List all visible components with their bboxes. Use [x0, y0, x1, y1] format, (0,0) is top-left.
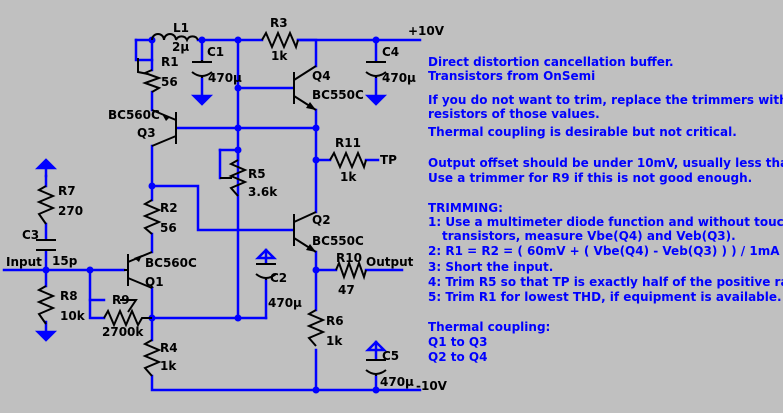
- note-trim-info-1: If you do not want to trim, replace the …: [428, 93, 783, 107]
- resistor-r4: [142, 339, 162, 377]
- net-tp: TP: [380, 153, 397, 167]
- c5-ref: C5: [382, 349, 399, 363]
- r8-value: 10k: [60, 309, 86, 323]
- r6-ref: R6: [326, 314, 344, 328]
- notes-panel: Direct distortion cancellation buffer. T…: [428, 55, 783, 364]
- resistor-r2: [142, 199, 162, 235]
- r1-ref: R1: [161, 55, 179, 69]
- r1-value: 56: [161, 75, 178, 89]
- note-trim-step-3: 3: Short the input.: [428, 260, 553, 274]
- resistor-r6: [306, 309, 326, 347]
- l1-value: 2µ: [172, 40, 189, 54]
- net-output: Output: [366, 255, 414, 269]
- c2-ref: C2: [270, 271, 287, 285]
- ground-symbols: [34, 94, 388, 352]
- note-trim-step-5: 5: Trim R1 for lowest THD, if equipment …: [428, 290, 782, 304]
- capacitor-c2: [255, 263, 277, 280]
- resistor-r10: [335, 260, 367, 281]
- note-offset-2: Use a trimmer for R9 if this is not good…: [428, 171, 752, 185]
- resistor-r3: [261, 30, 299, 50]
- note-trim-step-2: 2: R1 = R2 = ( 60mV + ( Vbe(Q4) - Veb(Q3…: [428, 244, 780, 258]
- q3-ref: Q3: [137, 126, 156, 140]
- note-header-1: Direct distortion cancellation buffer.: [428, 55, 674, 69]
- note-trim-step-1: 1: Use a multimeter diode function and w…: [428, 215, 783, 229]
- r8-ref: R8: [60, 289, 78, 303]
- inductor-l1: [151, 33, 199, 43]
- r2-value: 56: [160, 221, 177, 235]
- l1-ref: L1: [173, 21, 189, 35]
- transistor-q1: [124, 251, 153, 289]
- note-trim-step-4: 4: Trim R5 so that TP is exactly half of…: [428, 275, 783, 289]
- capacitor-c5: [365, 359, 387, 376]
- c4-value: 470µ: [382, 71, 416, 85]
- net-vpos: +10V: [408, 24, 445, 38]
- note-coupling-title: Thermal coupling:: [428, 320, 550, 334]
- r2-ref: R2: [160, 201, 178, 215]
- r4-ref: R4: [160, 341, 178, 355]
- c3-value: 15p: [52, 254, 78, 268]
- q3-type: BC560C: [108, 108, 160, 122]
- r5-ref: R5: [248, 167, 266, 181]
- r11-ref: R11: [335, 136, 361, 150]
- r11-value: 1k: [340, 170, 357, 184]
- junctions: [42, 36, 380, 394]
- resistor-r11: [329, 150, 367, 170]
- capacitor-c1: [191, 60, 213, 78]
- c1-value: 470µ: [208, 71, 242, 85]
- resistor-r1: [137, 58, 162, 93]
- r3-value: 1k: [271, 49, 288, 63]
- r7-value: 270: [58, 204, 83, 218]
- resistor-r8: [36, 285, 56, 325]
- note-trimming-title: TRIMMING:: [428, 201, 503, 215]
- resistor-r5: [220, 159, 248, 197]
- q2-ref: Q2: [312, 213, 331, 227]
- r10-ref: R10: [336, 251, 362, 265]
- q2-type: BC550C: [312, 234, 364, 248]
- r10-value: 47: [338, 283, 355, 297]
- resistor-r9: [103, 299, 152, 328]
- note-header-2: Transistors from OnSemi: [428, 69, 595, 83]
- net-vneg: -10V: [416, 379, 448, 393]
- note-offset-1: Output offset should be under 10mV, usua…: [428, 156, 783, 170]
- c1-ref: C1: [207, 45, 224, 59]
- transistor-q2: [293, 211, 317, 253]
- r4-value: 1k: [160, 359, 177, 373]
- q4-ref: Q4: [312, 69, 331, 83]
- q4-type: BC550C: [312, 88, 364, 102]
- net-input: Input: [6, 255, 42, 269]
- transistor-q4: [293, 65, 317, 111]
- capacitor-c4: [365, 61, 387, 78]
- r5-value: 3.6k: [248, 185, 278, 199]
- note-trim-step-1b: transistors, measure Vbe(Q4) and Veb(Q3)…: [442, 229, 736, 243]
- c2-value: 470µ: [268, 296, 302, 310]
- note-coupling-2: Q2 to Q4: [428, 350, 487, 364]
- c3-ref: C3: [22, 228, 39, 242]
- q1-ref: Q1: [145, 275, 164, 289]
- r9-value: 2700k: [102, 325, 144, 339]
- transistor-q3: [151, 109, 177, 147]
- component-labels: L1 2µ C1 470µ R3 1k C4 470µ R1 56 Q4 BC5…: [22, 16, 416, 389]
- r9-ref: R9: [112, 293, 130, 307]
- c4-ref: C4: [382, 45, 399, 59]
- note-trim-info-2: resistors of those values.: [428, 107, 600, 121]
- capacitor-c3: [36, 239, 56, 251]
- c5-value: 470µ: [380, 375, 414, 389]
- net-labels: +10V -10V Input Output TP: [6, 24, 448, 393]
- r6-value: 1k: [326, 334, 343, 348]
- resistor-r7: [36, 185, 56, 225]
- note-thermal-info: Thermal coupling is desirable but not cr…: [428, 125, 737, 139]
- r3-ref: R3: [270, 16, 288, 30]
- r7-ref: R7: [58, 184, 76, 198]
- note-coupling-1: Q1 to Q3: [428, 335, 487, 349]
- q1-type: BC560C: [145, 256, 197, 270]
